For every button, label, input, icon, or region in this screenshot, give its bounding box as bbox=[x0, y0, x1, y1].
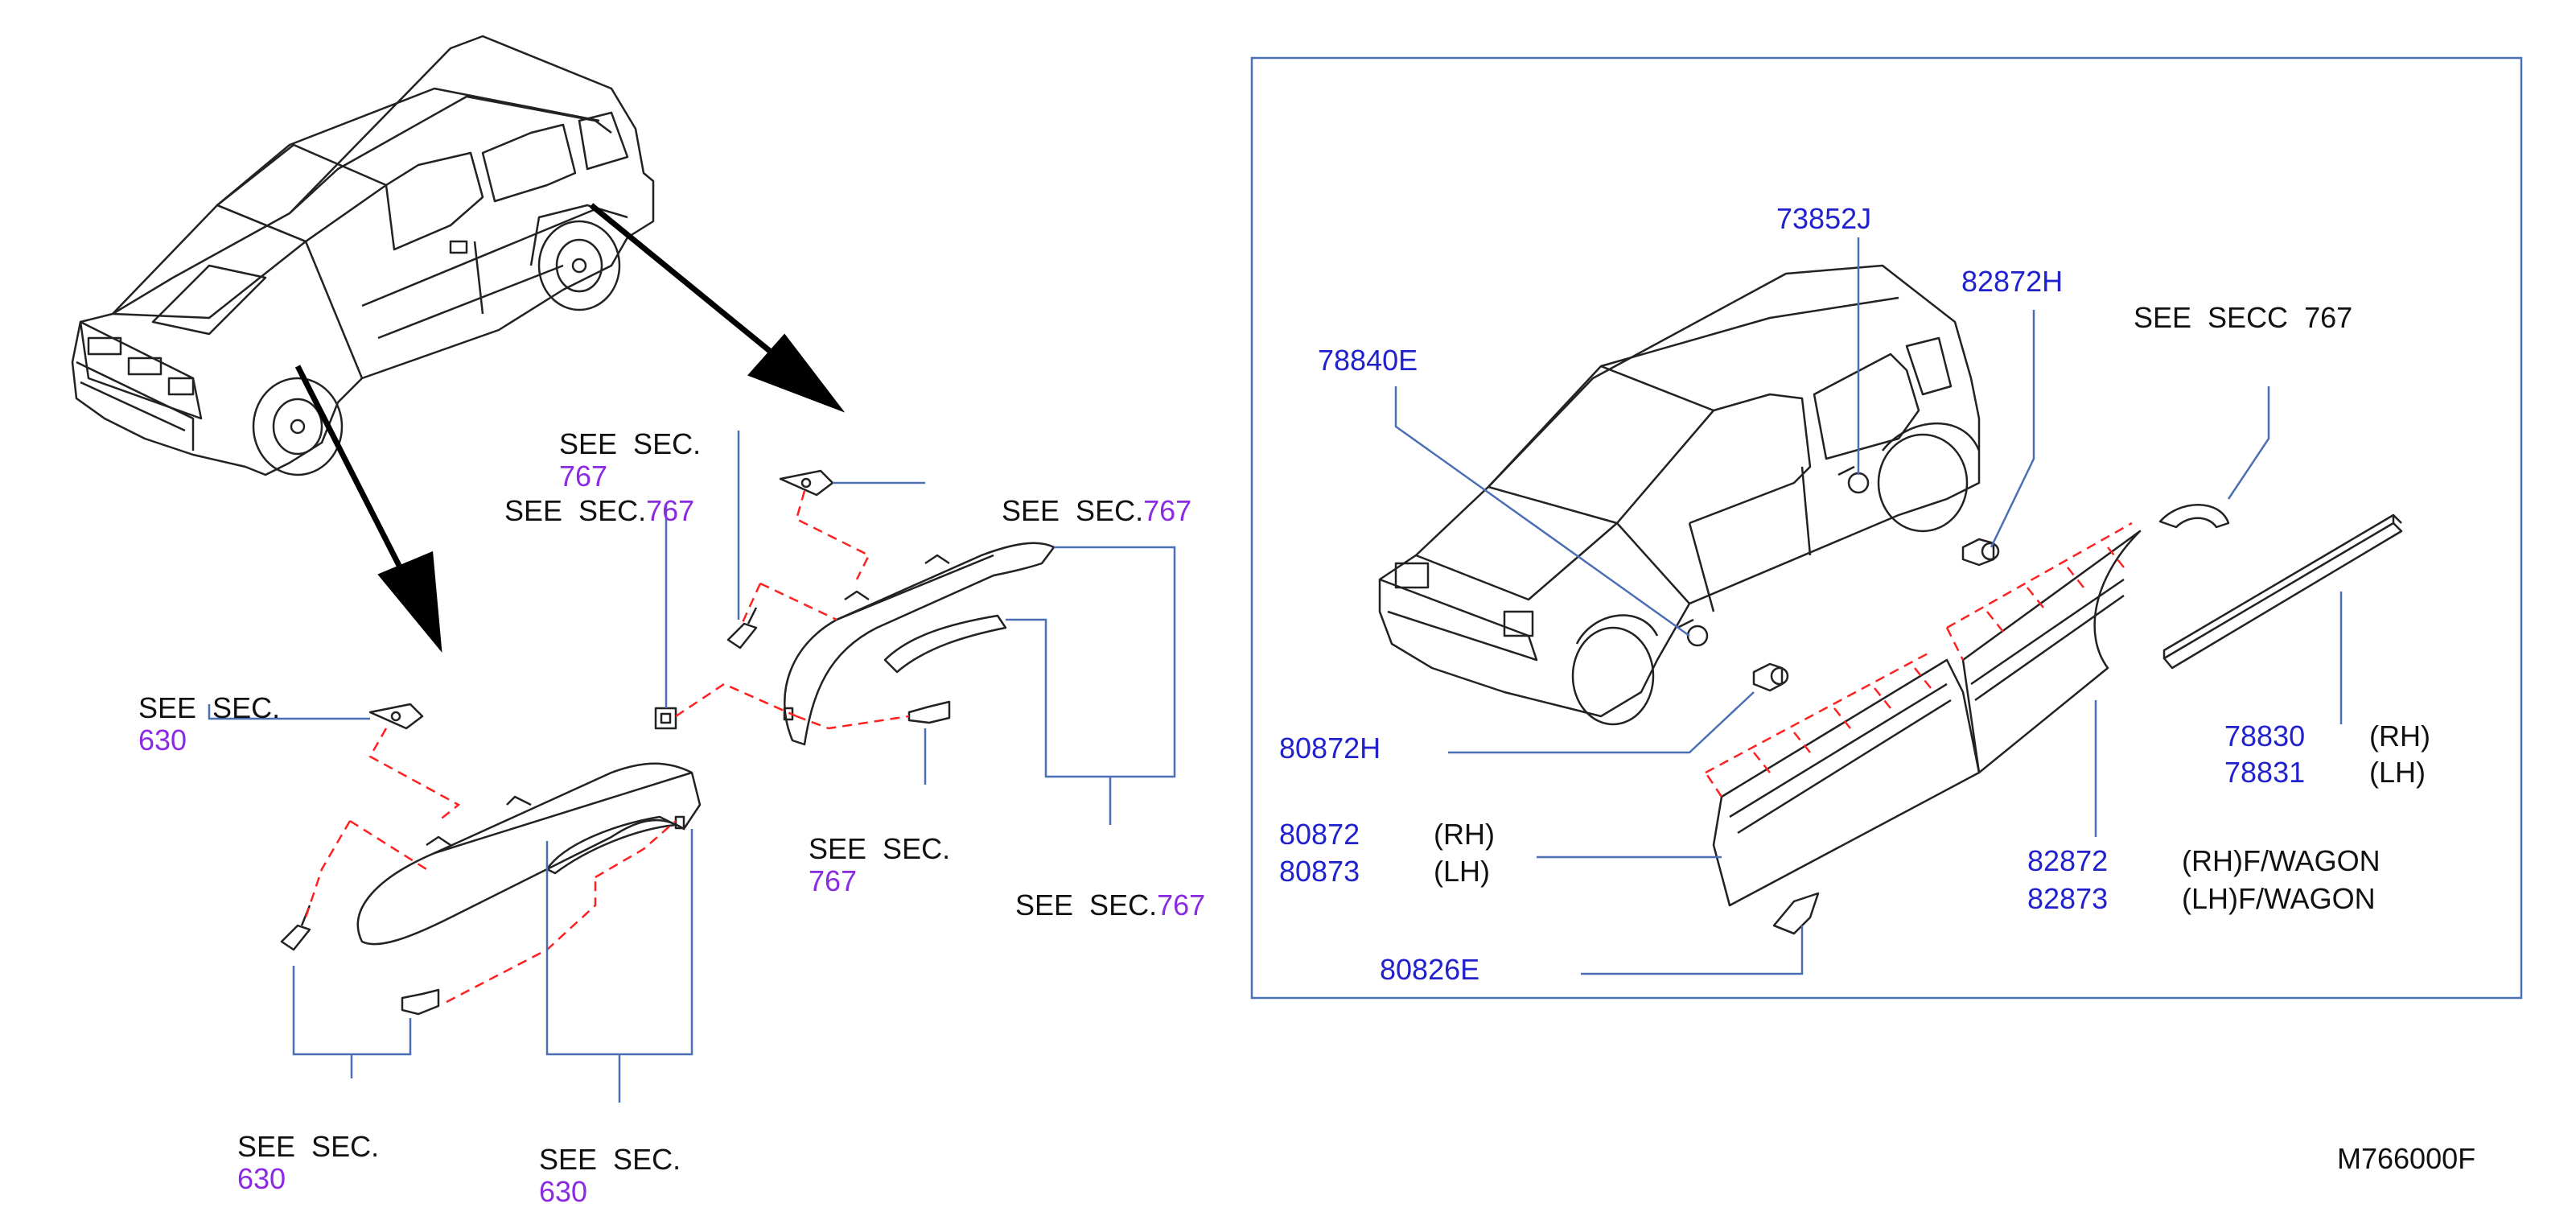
rh-wagon-label: (RH)F/WAGON bbox=[2182, 844, 2381, 877]
see-sec-prefix: SEE SEC. bbox=[504, 494, 647, 527]
see-sec-prefix: SEE SEC. bbox=[237, 1130, 380, 1163]
see-sec-prefix: SEE SEC. bbox=[539, 1143, 681, 1176]
callout-arrows bbox=[294, 203, 846, 653]
see-sec-prefix: SEE SEC. bbox=[138, 691, 281, 724]
section-630-link[interactable]: 630 bbox=[539, 1175, 588, 1208]
section-630-link[interactable]: 630 bbox=[138, 724, 187, 757]
see-sec-630-bottom-left-label: SEE SEC. 630 bbox=[221, 1099, 379, 1195]
see-sec-767-d-label: SEE SEC. 767 bbox=[792, 801, 950, 897]
figure-code: M766000F bbox=[2337, 1142, 2476, 1175]
see-sec-630-bottom-right-label: SEE SEC. 630 bbox=[523, 1111, 681, 1208]
front-flare-assembly bbox=[280, 703, 702, 1016]
detail-dashed bbox=[1704, 522, 2133, 798]
see-sec-prefix: SEE SEC. bbox=[1015, 888, 1158, 921]
see-sec-767-a-label: SEE SEC. 767 bbox=[543, 396, 701, 493]
part-78840e-label[interactable]: 78840E bbox=[1318, 344, 1418, 377]
section-767-link[interactable]: 767 bbox=[646, 494, 695, 527]
part-80872-label[interactable]: 80872 bbox=[1279, 818, 1360, 851]
lh-wagon-label: (LH)F/WAGON bbox=[2182, 882, 2376, 915]
see-sec-prefix: SEE SEC. bbox=[809, 832, 951, 865]
section-767-link[interactable]: 767 bbox=[559, 460, 608, 493]
part-82872h-label[interactable]: 82872H bbox=[1961, 265, 2064, 298]
section-767-link[interactable]: 767 bbox=[1143, 494, 1192, 527]
see-sec-630-top-label: SEE SEC. 630 bbox=[122, 660, 280, 757]
see-sec-767-e-label: SEE SEC.767 bbox=[999, 857, 1205, 921]
detail-vehicle bbox=[1378, 264, 1981, 726]
part-78830-label[interactable]: 78830 bbox=[2224, 719, 2306, 752]
detail-parts bbox=[1712, 504, 2403, 935]
part-80873-label[interactable]: 80873 bbox=[1279, 855, 1360, 888]
part-80826e-label[interactable]: 80826E bbox=[1380, 953, 1480, 986]
see-sec-prefix: SEE SEC. bbox=[1002, 494, 1144, 527]
see-sec-767-c-label: SEE SEC.767 bbox=[986, 463, 1191, 527]
rear-flare-leaders bbox=[665, 431, 1176, 825]
see-sec-767-b-label: SEE SEC.767 bbox=[488, 463, 694, 527]
lh-label: (LH) bbox=[2369, 756, 2426, 789]
detail-leaders bbox=[1394, 237, 2343, 975]
part-82873-label[interactable]: 82873 bbox=[2027, 882, 2109, 915]
rear-flare-dashed bbox=[675, 490, 910, 730]
rh-label: (RH) bbox=[1434, 818, 1495, 851]
section-767-link[interactable]: 767 bbox=[809, 864, 858, 897]
overview-vehicle bbox=[71, 35, 655, 476]
lh-label: (LH) bbox=[1434, 855, 1490, 888]
part-82872-label[interactable]: 82872 bbox=[2027, 844, 2109, 877]
rh-label: (RH) bbox=[2369, 719, 2430, 752]
see-secc-767-label: SEE SECC 767 bbox=[2134, 301, 2353, 334]
part-80872h-label[interactable]: 80872H bbox=[1279, 732, 1381, 765]
part-78831-label[interactable]: 78831 bbox=[2224, 756, 2306, 789]
front-flare-dashed bbox=[304, 728, 677, 1004]
part-73852j-label[interactable]: 73852J bbox=[1776, 202, 1872, 235]
front-flare-leaders bbox=[208, 704, 693, 1103]
detail-frame bbox=[1250, 56, 2523, 1000]
section-630-link[interactable]: 630 bbox=[237, 1162, 286, 1195]
see-sec-prefix: SEE SEC. bbox=[559, 427, 702, 460]
section-767-link[interactable]: 767 bbox=[1157, 888, 1206, 921]
